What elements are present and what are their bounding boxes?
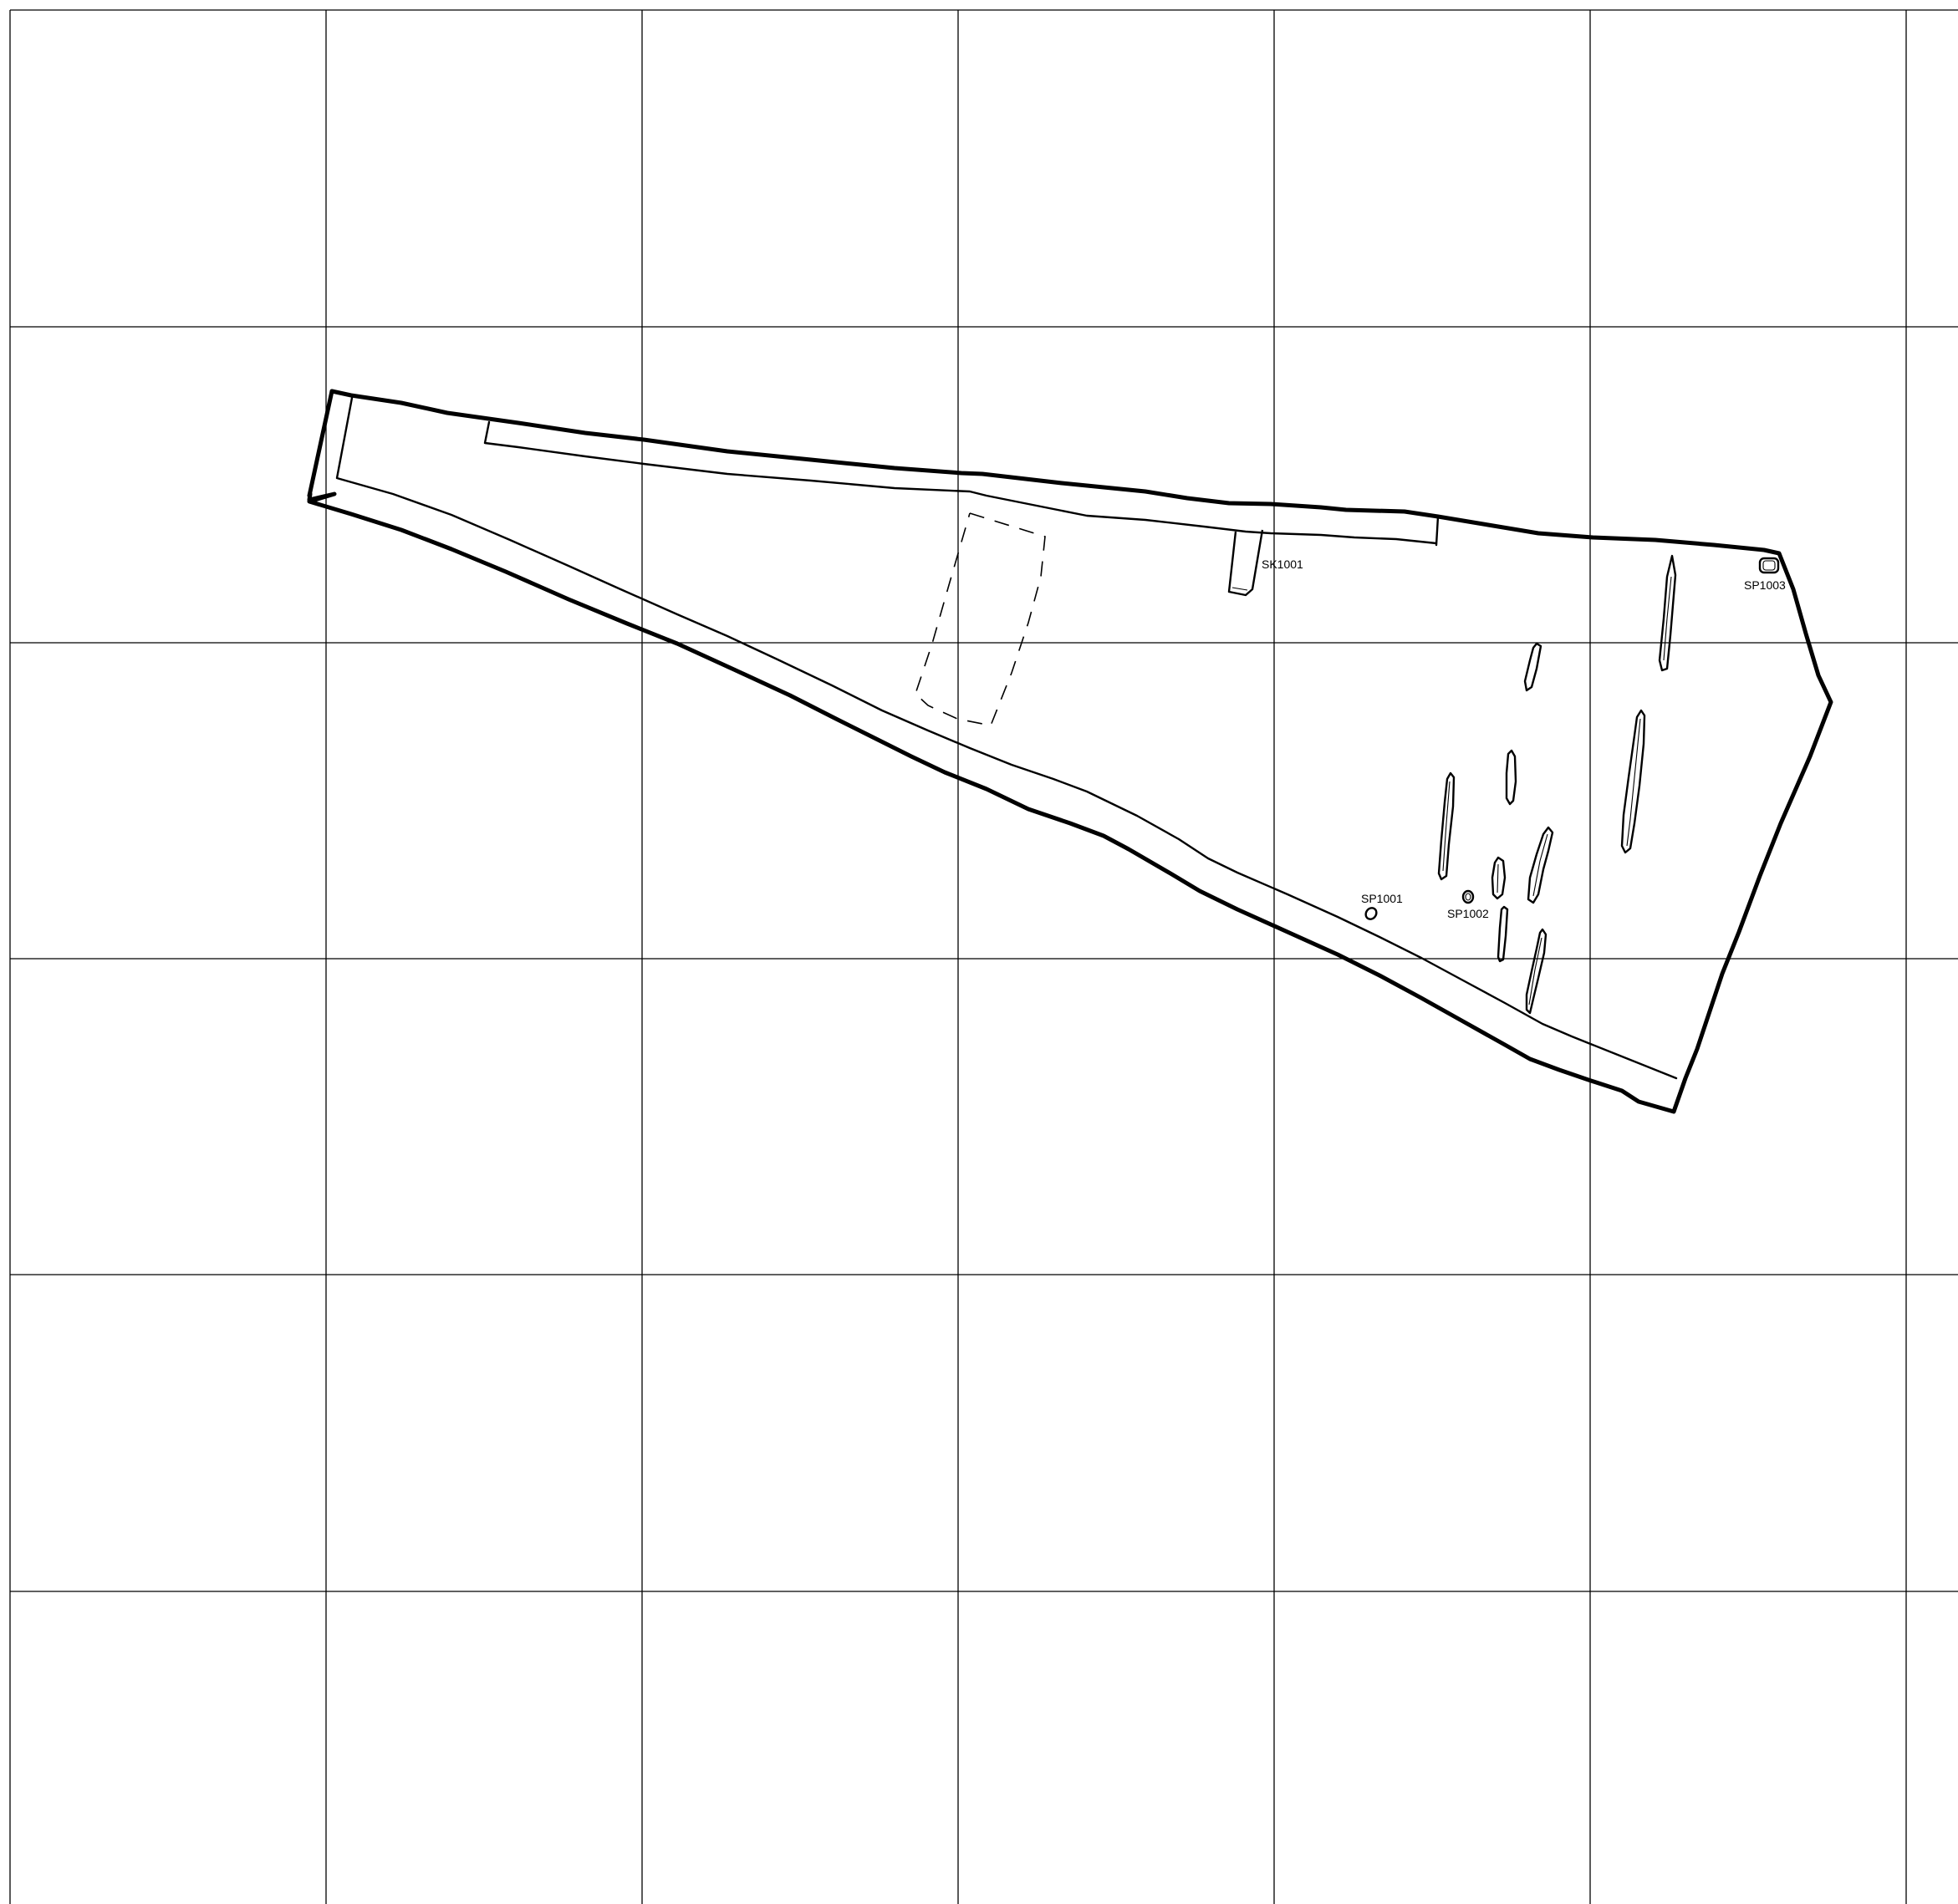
feature-sp1002: SP1002	[1447, 889, 1489, 920]
survey-grid	[9, 9, 1958, 1904]
posthole-sp1002-inner	[1465, 893, 1471, 901]
trench-outline-west-end	[307, 389, 334, 498]
linear-feature-inner	[1442, 781, 1451, 872]
linear-feature	[1658, 554, 1677, 672]
feature-sk1001: SK1001	[1227, 529, 1303, 597]
linear-feature	[1525, 928, 1548, 1015]
feature-sk1001-outline	[1227, 529, 1264, 597]
linear-feature-inner	[1532, 833, 1548, 897]
linear-feature-inner	[1626, 718, 1641, 847]
posthole-sp1003	[1758, 557, 1780, 574]
linear-feature	[1620, 709, 1646, 854]
feature-label-sp1001: SP1001	[1361, 892, 1403, 905]
linear-feature-inner	[1497, 863, 1499, 893]
linear-feature-inner	[1528, 937, 1542, 1005]
linear-feature	[1437, 771, 1456, 881]
linear-feature	[1527, 826, 1554, 904]
linear-feature	[1523, 642, 1542, 692]
feature-label-sk1001: SK1001	[1262, 557, 1303, 571]
feature-label-sp1003: SP1003	[1744, 578, 1786, 592]
linear-feature	[1505, 749, 1517, 806]
linear-feature	[1491, 856, 1507, 900]
feature-label-sp1002: SP1002	[1447, 907, 1489, 920]
trench-outline	[307, 389, 1833, 1114]
feature-sk1001-inner	[1231, 587, 1248, 591]
inner-section-edge	[483, 420, 1440, 547]
posthole-sp1003-inner	[1762, 560, 1776, 571]
posthole-sp1002	[1461, 889, 1475, 904]
dashed-area-outline	[915, 512, 1046, 726]
linear-features	[1437, 554, 1677, 1015]
feature-sp1001: SP1001	[1361, 892, 1403, 920]
inner-west-edge	[335, 396, 1678, 1080]
feature-sp1003: SP1003	[1744, 557, 1786, 592]
linear-feature-inner	[1663, 576, 1672, 661]
posthole-sp1001	[1364, 907, 1378, 920]
linear-feature	[1497, 905, 1509, 963]
